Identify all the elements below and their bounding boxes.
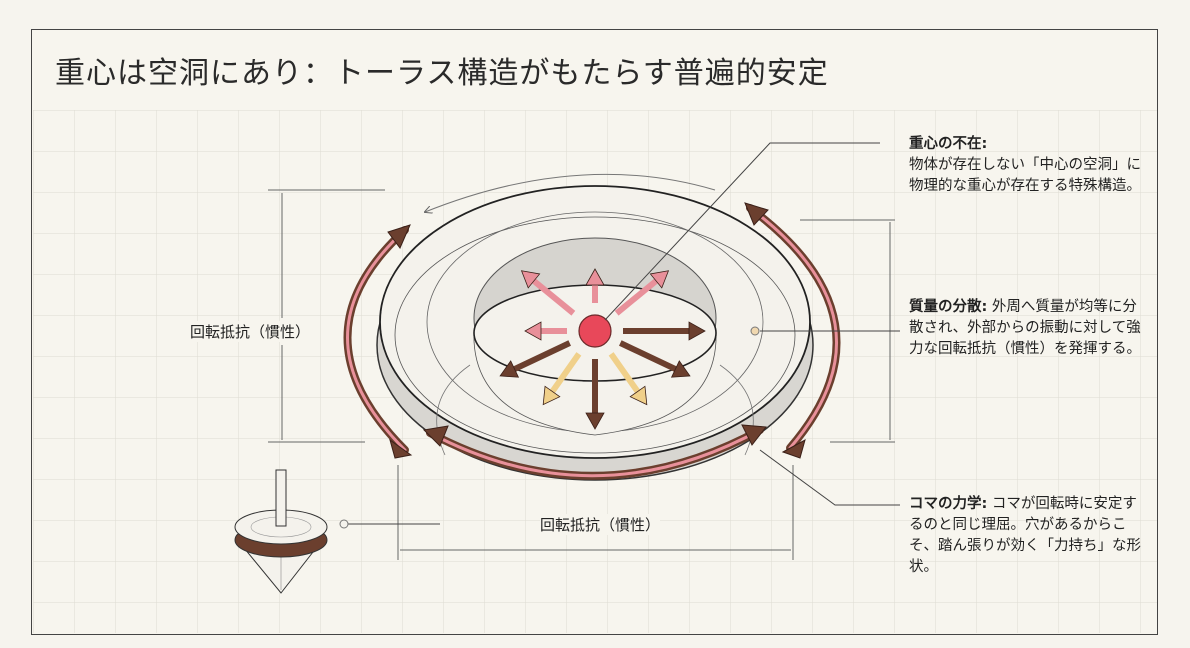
radial-arrow	[520, 270, 576, 316]
note-spinning-top: コマの力学: コマが回転時に安定するのと同じ理屈。穴があるからこそ、踏ん張りが効…	[909, 494, 1149, 578]
radial-arrow	[585, 359, 605, 430]
center-of-mass-dot	[578, 314, 612, 348]
radial-arrow	[619, 340, 691, 378]
dimension-label-bottom: 回転抵抗（慣性）	[540, 514, 661, 535]
radial-arrow	[585, 268, 605, 303]
note-heading: 質量の分散:	[909, 299, 988, 315]
note-heading: 重心の不在:	[909, 136, 988, 152]
spinning-top-icon	[234, 469, 328, 594]
page-title: 重心は空洞にあり：トーラス構造がもたらす普遍的安定	[55, 56, 829, 91]
rotation-arrowheads	[387, 202, 806, 459]
callout-dot-top	[339, 519, 349, 529]
rotation-arrows	[343, 204, 841, 480]
note-body: コマが回転時に安定するのと同じ理屈。穴があるからこそ、踏ん張りが効く「力持ち」な…	[909, 496, 1141, 575]
rotation-arc-top	[425, 173, 716, 212]
radial-arrow	[499, 340, 571, 378]
dimension-label-left: 回転抵抗（慣性）	[190, 321, 311, 342]
note-center-of-mass: 重心の不在: 物体が存在しない「中心の空洞」に物理的な重心が存在する特殊構造。	[909, 134, 1149, 197]
radial-arrow	[542, 352, 582, 406]
radial-arrow	[614, 270, 670, 316]
note-body: 外周へ質量が均等に分散され、外部からの振動に対して強力な回転抵抗（慣性）を発揮す…	[909, 299, 1141, 357]
radial-arrows	[499, 268, 706, 430]
callout-dot-mass	[750, 326, 760, 336]
radial-arrow	[608, 352, 648, 406]
note-body: 物体が存在しない「中心の空洞」に物理的な重心が存在する特殊構造。	[909, 157, 1141, 194]
note-mass-distribution: 質量の分散: 外周へ質量が均等に分散され、外部からの振動に対して強力な回転抵抗（…	[909, 297, 1149, 360]
callout-leaders	[348, 142, 900, 525]
radial-arrow	[623, 321, 706, 341]
note-heading: コマの力学:	[909, 496, 988, 512]
radial-arrow	[524, 321, 567, 341]
dimension-lines	[268, 189, 895, 560]
